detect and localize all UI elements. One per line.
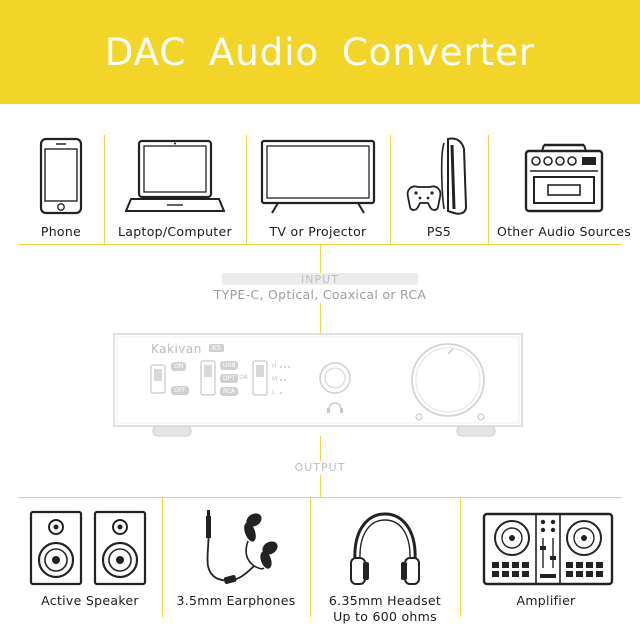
- dac-brand: Kakivan: [151, 342, 202, 356]
- source-label: PS5: [426, 224, 452, 239]
- source-divider: [488, 135, 489, 245]
- output-label-line2: Up to 600 ohms: [333, 609, 437, 624]
- input-usb-label: USB: [220, 361, 239, 370]
- source-other: Other Audio Sources: [488, 135, 640, 245]
- input-types: TYPE-C, Optical, Coaxical or RCA: [213, 287, 427, 302]
- outputs-top-rule: [18, 497, 622, 498]
- connector-line: [320, 245, 321, 275]
- output-label: Amplifier: [516, 593, 576, 608]
- page-title: DAC Audio Converter: [104, 30, 536, 74]
- source-divider: [104, 135, 105, 245]
- output-label: 3.5mm Earphones: [176, 593, 296, 608]
- output-speaker: Active Speaker: [18, 498, 162, 618]
- output-headset: 6.35mm Headset Up to 600 ohms: [310, 498, 460, 624]
- connector-line: [320, 475, 321, 497]
- source-label: Laptop/Computer: [118, 224, 232, 239]
- sources-bottom-rule: [18, 244, 622, 245]
- radio-icon: [524, 143, 604, 213]
- source-divider: [390, 135, 391, 245]
- source-label: Phone: [40, 224, 82, 239]
- source-label: Other Audio Sources: [496, 224, 632, 239]
- output-label-line1: 6.35mm Headset: [328, 593, 442, 608]
- input-coa-label: COA: [235, 374, 248, 381]
- power-on-label: ON: [171, 362, 187, 371]
- headset-icon: [350, 512, 420, 585]
- input-heading: INPUT: [301, 273, 339, 286]
- source-ps5: PS5: [390, 135, 488, 245]
- output-label: Active Speaker: [41, 593, 139, 608]
- connector-line: [320, 303, 321, 333]
- dac-illustration: [113, 333, 523, 437]
- gain-mid-label: M: [272, 376, 278, 383]
- tv-icon: [260, 139, 376, 214]
- output-divider: [162, 497, 163, 617]
- laptop-icon: [125, 139, 225, 212]
- earphones-icon: [206, 510, 278, 584]
- input-label-bar: [222, 273, 418, 285]
- connector-line: [320, 436, 321, 461]
- dac-device: Kakivan K5 ON OFF USB OPT COA RCA H M L: [113, 333, 527, 438]
- output-divider: [460, 497, 461, 617]
- source-laptop: Laptop/Computer: [104, 135, 246, 245]
- output-divider: [310, 497, 311, 617]
- source-label: TV or Projector: [269, 224, 367, 239]
- output-earphones: 3.5mm Earphones: [162, 498, 310, 618]
- power-off-label: OFF: [171, 386, 189, 395]
- gain-low-label: L: [272, 389, 276, 396]
- input-rca-label: RCA: [220, 387, 239, 396]
- source-divider: [246, 135, 247, 245]
- amplifier-icon: [482, 512, 614, 586]
- output-amplifier: Amplifier: [460, 498, 640, 618]
- source-tv: TV or Projector: [246, 135, 390, 245]
- gain-high-label: H: [272, 363, 277, 370]
- output-heading: OUTPUT: [294, 461, 346, 474]
- source-phone: Phone: [18, 135, 104, 245]
- phone-icon: [39, 137, 83, 215]
- input-opt-label: OPT: [220, 374, 239, 383]
- speaker-icon: [29, 510, 147, 586]
- ps5-icon: [406, 137, 468, 215]
- title-banner: DAC Audio Converter: [0, 0, 640, 104]
- dac-model-badge: K5: [209, 344, 225, 352]
